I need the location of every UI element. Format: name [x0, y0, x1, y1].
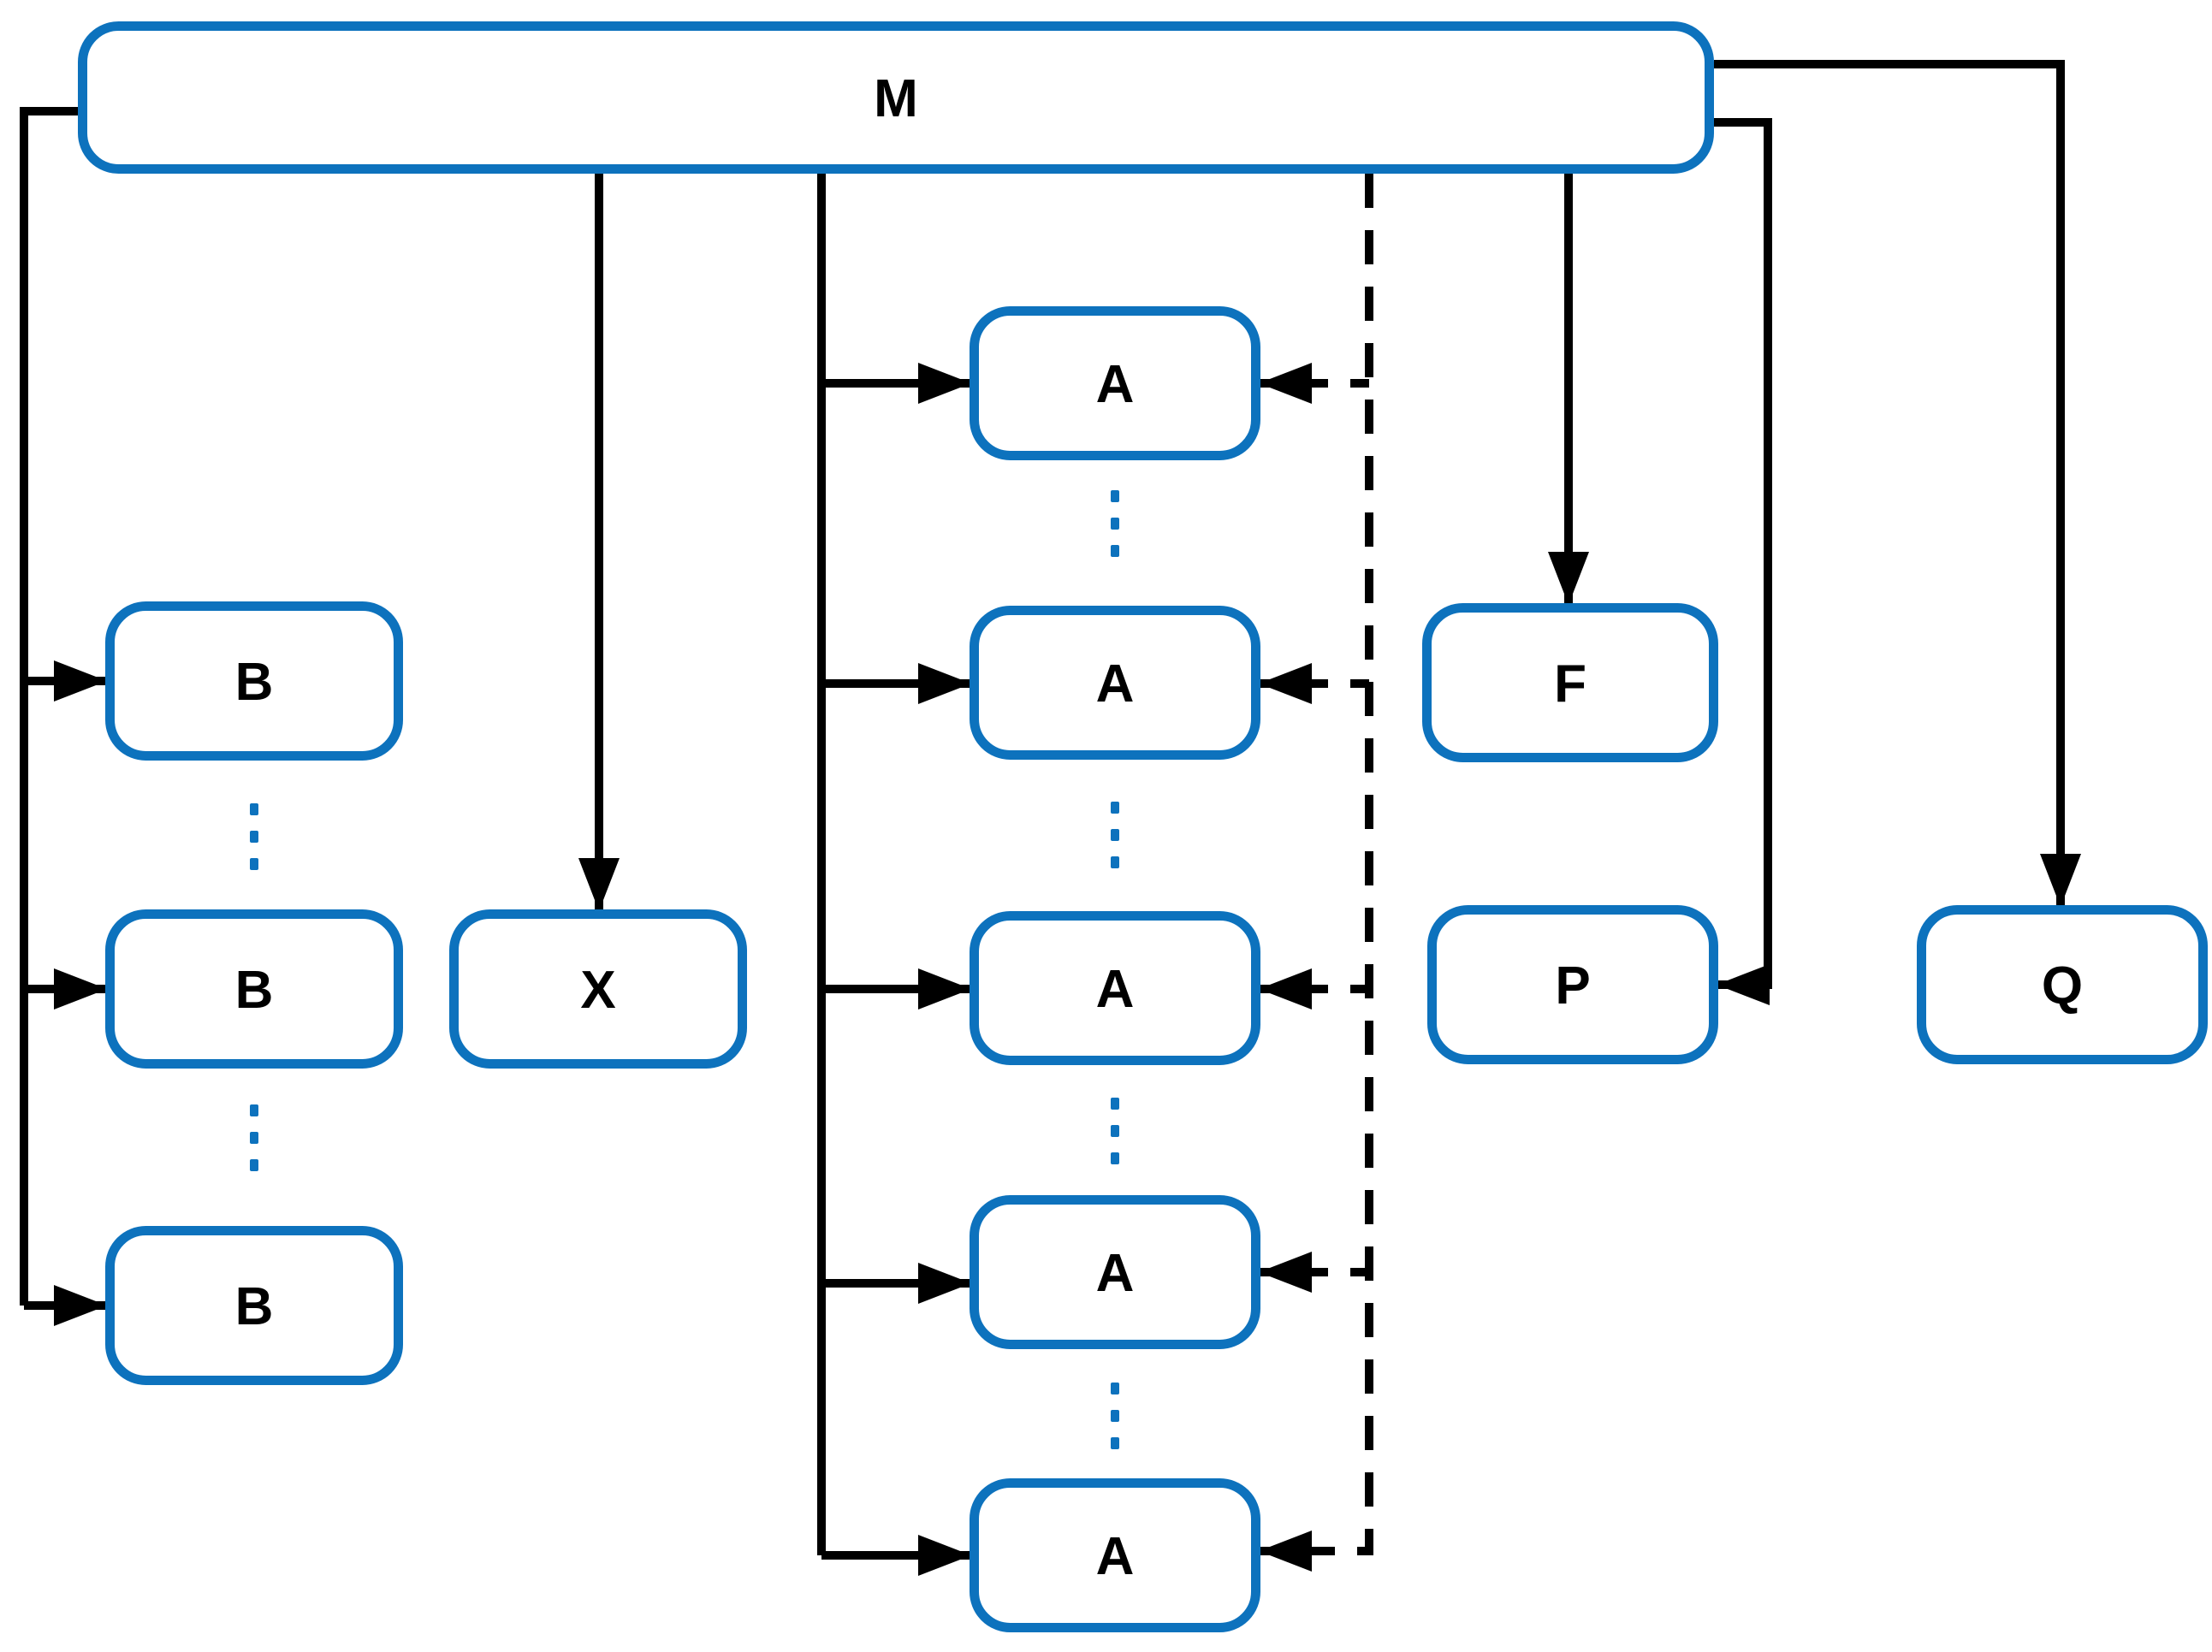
- ellipsis-dot: [250, 803, 258, 815]
- node-box-p: [1427, 905, 1718, 1064]
- node-box-a4: [970, 1195, 1260, 1349]
- ellipsis-dot: [1111, 1383, 1119, 1394]
- ellipsis-dot: [1111, 1152, 1119, 1164]
- ellipsis-dot: [1111, 1098, 1119, 1110]
- ellipsis-dot: [1111, 518, 1119, 530]
- node-a4: A: [970, 1195, 1260, 1349]
- node-a1: A: [970, 306, 1260, 460]
- node-b3: B: [105, 1226, 403, 1385]
- node-box-a1: [970, 306, 1260, 460]
- node-box-a5: [970, 1478, 1260, 1632]
- node-label-a4: A: [1096, 1244, 1135, 1303]
- node-label-a5: A: [1096, 1527, 1135, 1586]
- node-box-f: [1422, 603, 1718, 762]
- connector-m-to-left-spine: [20, 107, 78, 1306]
- node-p: P: [1427, 905, 1718, 1064]
- node-label-b3: B: [235, 1277, 274, 1336]
- node-box-b2: [105, 909, 403, 1069]
- ellipsis-dots-a4-a5-dots: [1111, 1383, 1119, 1449]
- node-f: F: [1422, 603, 1718, 762]
- node-a3: A: [970, 911, 1260, 1065]
- node-label-f: F: [1554, 654, 1586, 713]
- node-label-q: Q: [2042, 956, 2083, 1015]
- connector-layer: [20, 60, 2081, 1576]
- node-label-a1: A: [1096, 355, 1135, 414]
- node-layer: M B B B X A A A A A F P Q: [78, 21, 2208, 1632]
- connector-dashed-spine-to-a5: [1259, 174, 1373, 1572]
- node-label-a3: A: [1096, 960, 1135, 1019]
- node-x: X: [449, 909, 747, 1069]
- node-label-b1: B: [235, 653, 274, 712]
- node-label-b2: B: [235, 961, 274, 1020]
- ellipsis-dot: [1111, 490, 1119, 502]
- node-b2: B: [105, 909, 403, 1069]
- ellipsis-dot: [1111, 545, 1119, 557]
- node-label-a2: A: [1096, 654, 1135, 713]
- node-b1: B: [105, 601, 403, 761]
- ellipsis-dots-a3-a4-dots: [1111, 1098, 1119, 1164]
- ellipsis-dot: [250, 1132, 258, 1144]
- connector-m-to-q: [1714, 60, 2081, 907]
- node-box-a3: [970, 911, 1260, 1065]
- node-a2: A: [970, 606, 1260, 760]
- ellipsis-dot: [1111, 1437, 1119, 1449]
- ellipsis-dots-a1-a2-dots: [1111, 490, 1119, 557]
- node-box-b1: [105, 601, 403, 761]
- connector-m-to-p: [1714, 118, 1772, 1005]
- ellipsis-dot: [1111, 856, 1119, 868]
- ellipsis-dots-a2-a3-dots: [1111, 802, 1119, 868]
- ellipsis-dot: [250, 1104, 258, 1116]
- ellipsis-dot: [1111, 802, 1119, 814]
- node-a5: A: [970, 1478, 1260, 1632]
- node-label-x: X: [580, 961, 615, 1020]
- ellipsis-dot: [250, 858, 258, 870]
- ellipsis-dots-b2-b3-dots: [250, 1104, 258, 1171]
- node-box-b3: [105, 1226, 403, 1385]
- node-box-x: [449, 909, 747, 1069]
- node-box-m: [78, 21, 1714, 174]
- node-box-q: [1917, 905, 2208, 1064]
- ellipsis-dot: [1111, 1125, 1119, 1137]
- node-box-a2: [970, 606, 1260, 760]
- node-m: M: [78, 21, 1714, 174]
- ellipsis-dot: [250, 831, 258, 843]
- ellipsis-layer: [250, 490, 1119, 1449]
- ellipsis-dot: [1111, 829, 1119, 841]
- ellipsis-dots-b1-b2-dots: [250, 803, 258, 870]
- ellipsis-dot: [1111, 1410, 1119, 1422]
- node-label-m: M: [874, 69, 918, 128]
- node-q: Q: [1917, 905, 2208, 1064]
- node-label-p: P: [1555, 956, 1590, 1015]
- ellipsis-dot: [250, 1159, 258, 1171]
